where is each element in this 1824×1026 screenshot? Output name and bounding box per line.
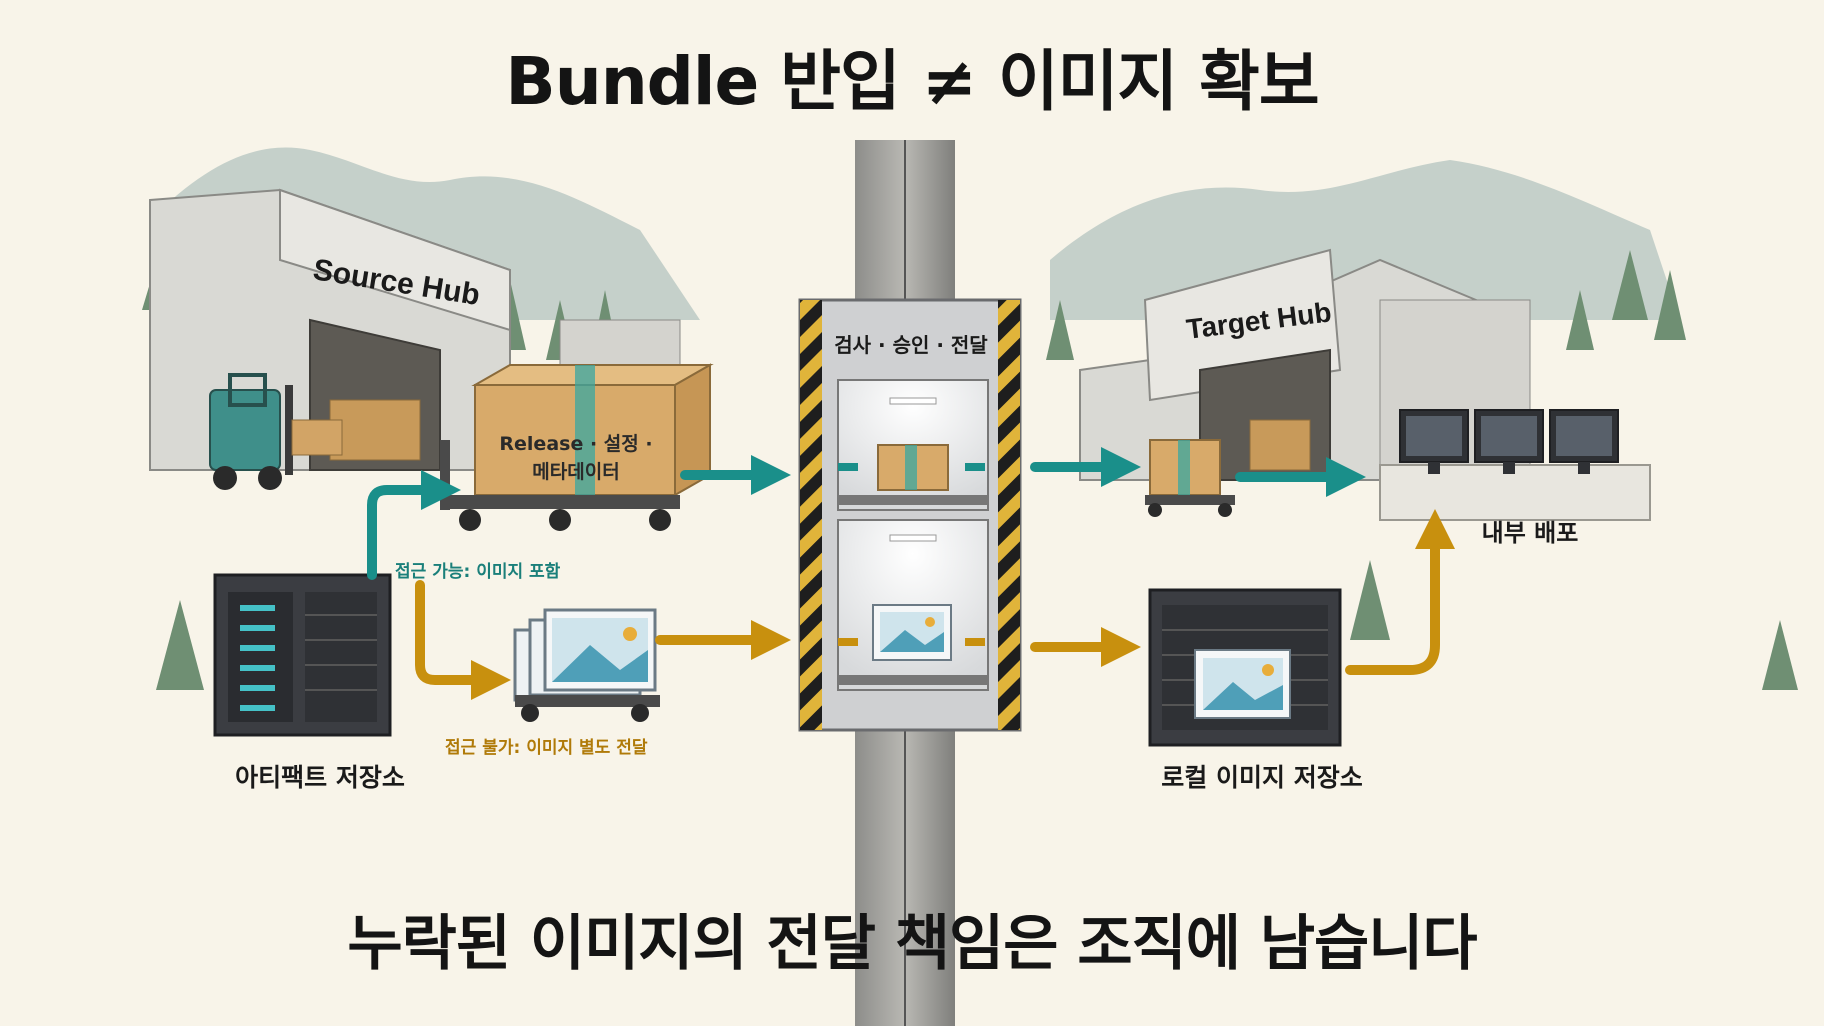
target-package-cart — [1145, 439, 1235, 517]
local-image-store-label: 로컬 이미지 저장소 — [1161, 763, 1363, 792]
artifact-storage-server — [213, 573, 392, 737]
release-box-label-line1: Release · 설정 · — [499, 433, 652, 455]
inaccessible-path-label: 접근 불가: 이미지 별도 전달 — [445, 738, 648, 758]
gate-label: 검사 · 승인 · 전달 — [834, 333, 988, 357]
forklift — [209, 373, 343, 490]
footer-message: 누락된 이미지의 전달 책임은 조직에 남습니다 — [347, 909, 1477, 979]
release-bundle-cart — [440, 363, 714, 531]
deployment-computers — [1379, 409, 1651, 521]
release-box-label-line2: 메타데이터 — [532, 461, 619, 483]
target-hub-building — [1079, 248, 1531, 481]
inaccessible-path-arrows — [415, 509, 1455, 700]
accessible-path-label: 접근 가능: 이미지 포함 — [395, 562, 561, 582]
page-title: Bundle 반입 ≠ 이미지 확보 — [505, 43, 1319, 120]
artifact-store-label: 아티팩트 저장소 — [235, 763, 405, 792]
accessible-path-arrows — [367, 447, 1366, 580]
image-cart — [513, 608, 660, 722]
inspection-gate — [798, 298, 1022, 732]
local-image-storage-server — [1148, 588, 1342, 747]
internal-deploy-label: 내부 배포 — [1481, 519, 1579, 547]
